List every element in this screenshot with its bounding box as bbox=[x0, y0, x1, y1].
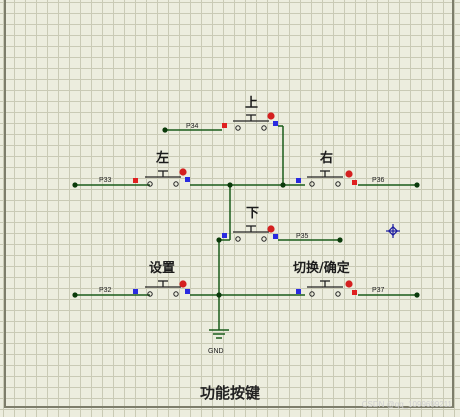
switch-contact bbox=[335, 291, 341, 297]
net-label-p37: P37 bbox=[372, 287, 385, 294]
crosshair-icon bbox=[386, 224, 400, 238]
actuator-red bbox=[179, 168, 187, 176]
pin-blue bbox=[222, 233, 227, 238]
button-right[interactable]: 右 P36 bbox=[296, 150, 385, 187]
pin-red bbox=[133, 178, 138, 183]
switch-contact bbox=[335, 181, 341, 187]
junction-dot bbox=[162, 127, 168, 133]
switch-contact bbox=[261, 125, 267, 131]
junction-dot bbox=[414, 292, 420, 298]
junction-dot bbox=[72, 292, 78, 298]
junctions bbox=[72, 127, 420, 298]
button-up[interactable]: 上 P34 bbox=[186, 96, 278, 131]
switch-contact bbox=[173, 181, 179, 187]
junction-dot bbox=[72, 182, 78, 188]
net-label-p34: P34 bbox=[186, 123, 199, 130]
pin-blue bbox=[133, 289, 138, 294]
net-label-p33: P33 bbox=[99, 177, 112, 184]
actuator-red bbox=[267, 112, 275, 120]
pin-blue bbox=[185, 289, 190, 294]
pin-blue bbox=[296, 289, 301, 294]
button-down-label: 下 bbox=[246, 206, 259, 221]
net-label-p32: P32 bbox=[99, 287, 112, 294]
pin-red bbox=[222, 123, 227, 128]
actuator-red bbox=[345, 280, 353, 288]
pin-blue bbox=[273, 234, 278, 239]
pin-red bbox=[352, 180, 357, 185]
button-set[interactable]: 设置 P32 bbox=[99, 261, 190, 297]
actuator-red bbox=[267, 225, 275, 233]
switch-contact bbox=[173, 291, 179, 297]
pin-blue bbox=[273, 121, 278, 126]
pin-blue bbox=[185, 177, 190, 182]
pin-blue bbox=[296, 178, 301, 183]
junction-dot bbox=[216, 237, 222, 243]
diagram-caption: 功能按键 bbox=[199, 384, 260, 402]
switch-contact bbox=[235, 125, 241, 131]
net-label-p36: P36 bbox=[372, 177, 385, 184]
wires bbox=[75, 125, 417, 330]
switch-contact bbox=[147, 291, 153, 297]
actuator-red bbox=[179, 280, 187, 288]
ground-label: GND bbox=[208, 348, 224, 355]
button-left-label: 左 bbox=[156, 150, 169, 166]
button-confirm-label: 切换/确定 bbox=[293, 260, 350, 276]
watermark: CSDN @qq_1099699211 bbox=[361, 400, 452, 409]
junction-dot bbox=[227, 182, 233, 188]
button-confirm[interactable]: 切换/确定 P37 bbox=[293, 260, 385, 297]
actuator-red bbox=[345, 170, 353, 178]
pin-red bbox=[352, 290, 357, 295]
ground-symbol bbox=[209, 329, 229, 339]
button-set-label: 设置 bbox=[149, 261, 175, 276]
sheet-border bbox=[4, 0, 454, 408]
switch-contact bbox=[261, 236, 267, 242]
switch-contact bbox=[235, 236, 241, 242]
button-up-label: 上 bbox=[245, 96, 258, 111]
net-label-p35: P35 bbox=[296, 233, 309, 240]
button-left[interactable]: 左 P33 bbox=[99, 150, 190, 187]
switch-contact bbox=[147, 181, 153, 187]
switch-contact bbox=[309, 291, 315, 297]
junction-dot bbox=[337, 237, 343, 243]
junction-dot bbox=[414, 182, 420, 188]
junction-dot bbox=[216, 292, 222, 298]
junction-dot bbox=[280, 182, 286, 188]
button-down[interactable]: 下 P35 bbox=[222, 206, 309, 242]
button-right-label: 右 bbox=[319, 150, 333, 166]
switch-contact bbox=[309, 181, 315, 187]
